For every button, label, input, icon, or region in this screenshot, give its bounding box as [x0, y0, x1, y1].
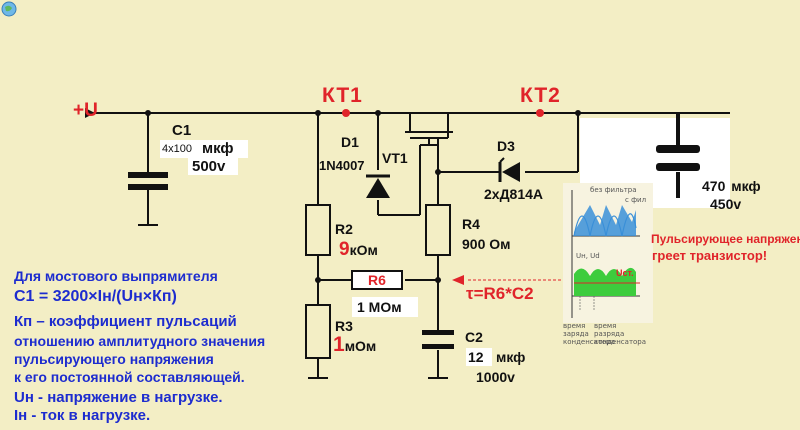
cout-plate-top: [656, 145, 700, 153]
pointer-arrow-icon: [452, 275, 464, 285]
explanation-line1: Для мостового выпрямителя: [14, 268, 218, 284]
r3-body: [305, 304, 331, 359]
cout-value: 470 мкф: [700, 178, 761, 194]
r2-body: [305, 204, 331, 256]
r2-value: 9кОм: [339, 239, 378, 260]
r4-name: R4: [462, 216, 480, 232]
explanation-line5: пульсирующего напряжения: [14, 351, 214, 367]
d1-diode-icon: [366, 178, 390, 198]
r4-value: 900 Ом: [462, 236, 511, 252]
c2-unit: мкф: [496, 349, 526, 365]
c1-plate-bottom: [128, 184, 168, 190]
vt1-name: VT1: [382, 150, 408, 166]
explanation-line7: Uн - напряжение в нагрузке.: [14, 389, 223, 406]
d3-part: 2хД814А: [484, 186, 544, 202]
scope-label-bottom1: время заряда конденсатора: [563, 322, 616, 346]
explanation-formula: С1 = 3200×Iн/(Uн×Кп): [14, 288, 177, 305]
r6-value: 1 МОм: [357, 299, 402, 315]
cout-voltage: 450v: [710, 196, 742, 212]
waveform-inset: [563, 183, 653, 323]
explanation-line6: к его постоянной составляющей.: [14, 369, 245, 385]
pulsating-note-line2: греет транзистор!: [652, 248, 768, 263]
supply-label: +U: [73, 100, 98, 121]
d3-name: D3: [497, 138, 515, 154]
c2-value: 12: [468, 349, 484, 365]
r6-body: [351, 270, 403, 290]
cout-plate-bottom: [656, 163, 700, 171]
d1-part: 1N4007: [319, 158, 365, 173]
explanation-line4: отношению амплитудного значения: [14, 333, 266, 349]
c1-unit: мкф: [202, 140, 234, 157]
scope-label-top: без фильтра: [590, 186, 637, 194]
kt1-label: КТ1: [322, 84, 363, 107]
r4-body: [425, 204, 451, 256]
c2-plate-top: [422, 330, 454, 335]
d1-name: D1: [341, 134, 359, 150]
d3-zener-icon: [502, 162, 520, 182]
pulsating-note-line1: Пульсирующее напряжение: [651, 232, 800, 246]
c2-plate-bottom: [422, 344, 454, 349]
explanation-line3: Кп – коэффициент пульсаций: [14, 313, 237, 330]
c1-voltage: 500v: [192, 158, 226, 175]
scope-label-ust: Uст.: [616, 268, 634, 278]
r3-name: R3: [335, 318, 353, 334]
kt2-label: КТ2: [520, 84, 561, 107]
tau-formula: τ=R6*C2: [466, 284, 534, 303]
explanation-line8: Iн - ток в нагрузке.: [14, 407, 151, 424]
scope-label-top-right: с фил: [625, 196, 647, 204]
r6-name: R6: [368, 272, 386, 288]
c2-name: C2: [465, 329, 483, 345]
r2-name: R2: [335, 221, 353, 237]
scope-label-mid: Uн, Ud: [576, 252, 600, 260]
c2-voltage: 1000v: [476, 369, 515, 385]
r3-value: 1мОм: [333, 333, 377, 356]
scope-label-bottom2: время разряда конденсатора: [594, 322, 647, 346]
c1-name: C1: [172, 122, 192, 139]
c1-plate-top: [128, 172, 168, 178]
c1-value1: 4x100: [162, 143, 192, 155]
